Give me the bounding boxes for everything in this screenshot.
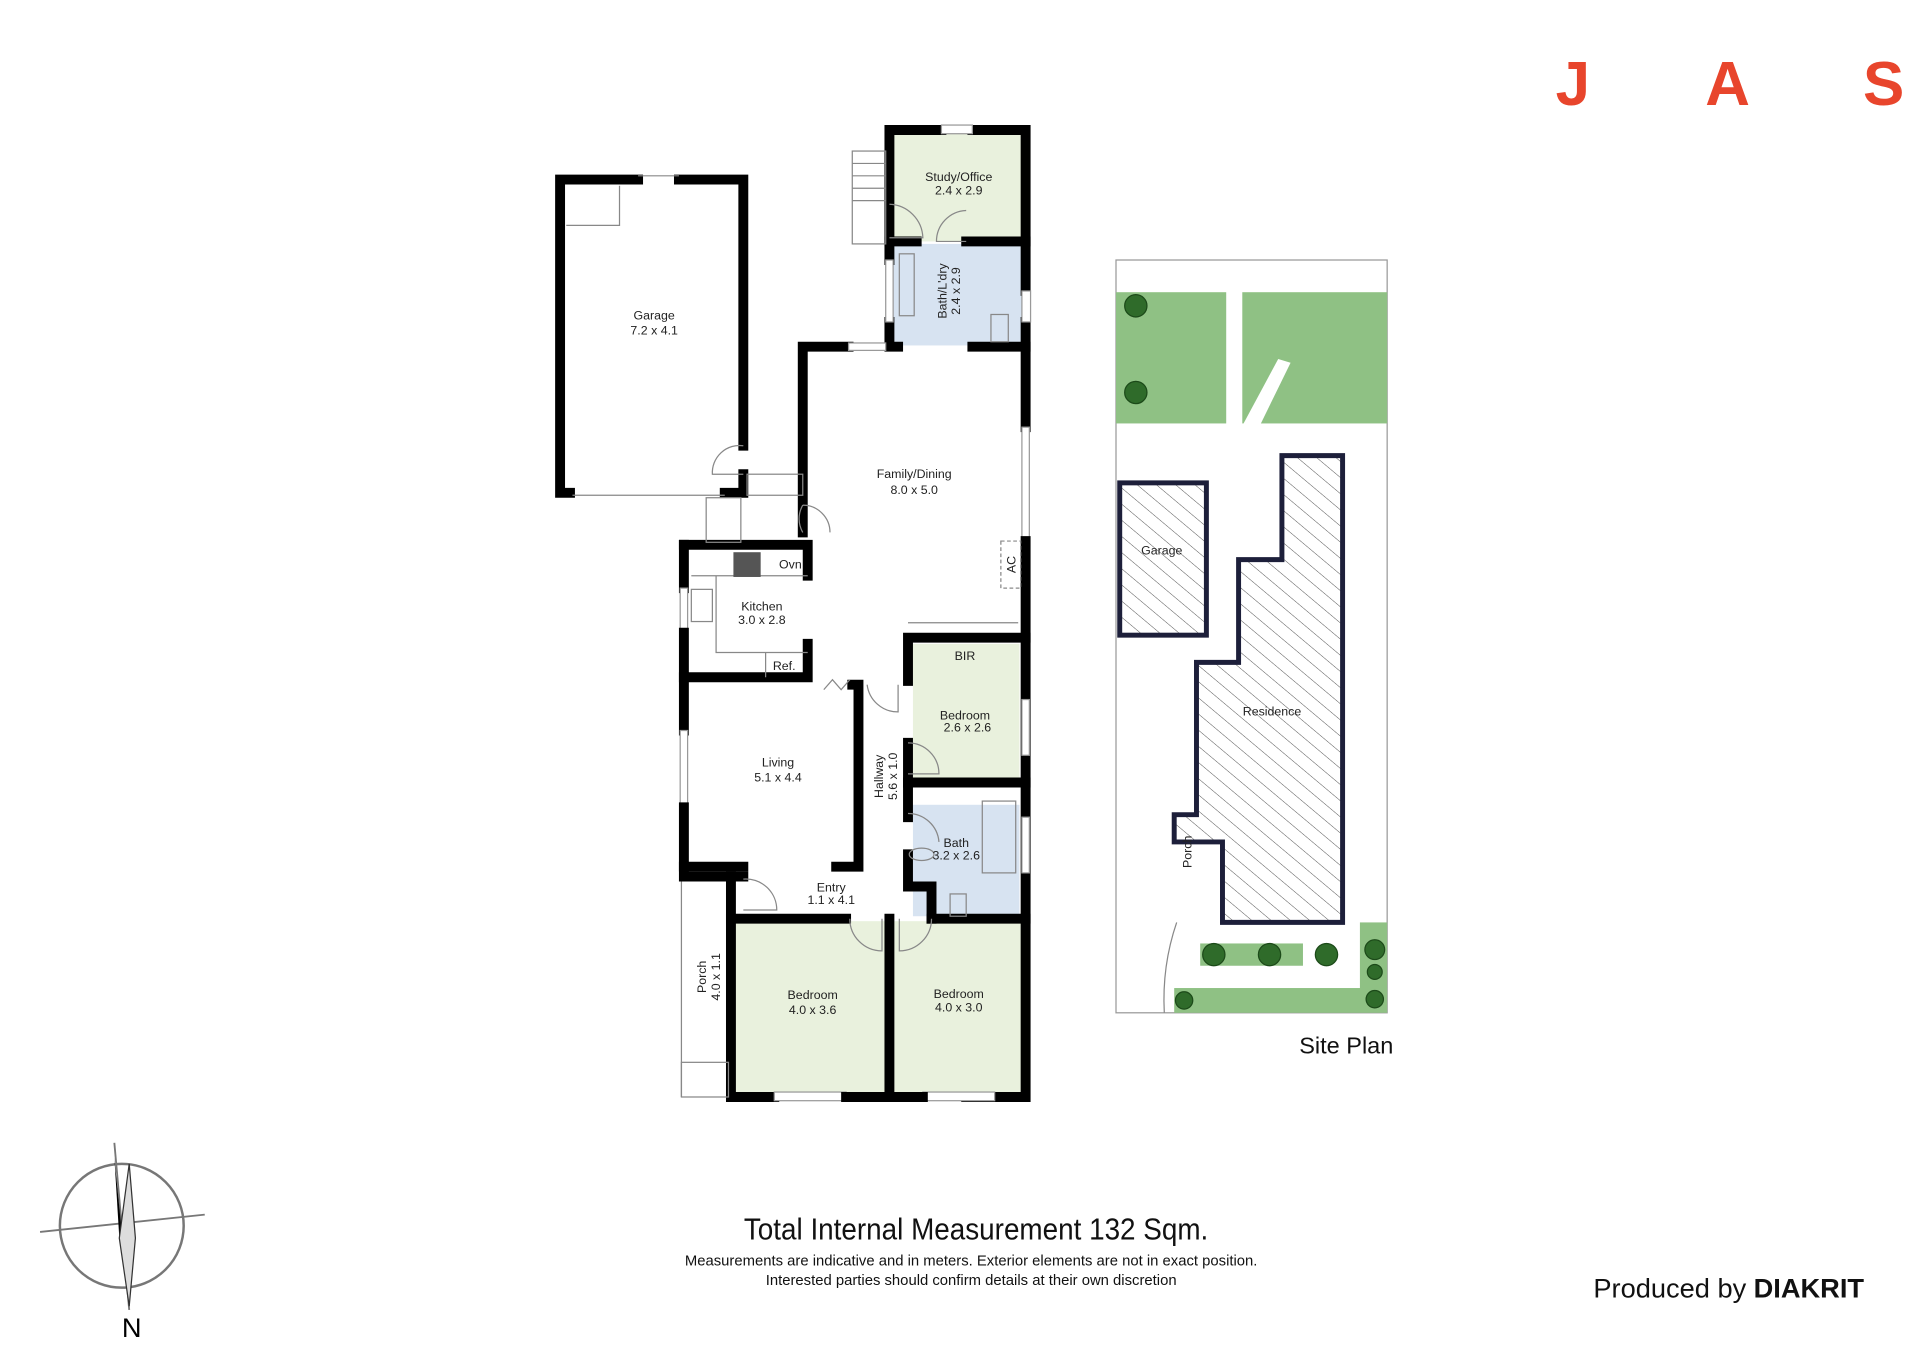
- disclaimer-line-2: Interested parties should confirm detail…: [766, 1273, 1177, 1289]
- living-label: Living: [762, 755, 794, 769]
- living-size: 5.1 x 4.4: [754, 770, 802, 784]
- disclaimer-line-1: Measurements are indicative and in meter…: [685, 1253, 1258, 1269]
- stairs: [680, 150, 887, 1098]
- oven-label: Ovn: [779, 557, 802, 571]
- logo-letter-j: J: [1556, 50, 1590, 119]
- entry-size: 1.1 x 4.1: [807, 893, 855, 907]
- garage-size: 7.2 x 4.1: [630, 323, 678, 337]
- bath-laundry-size: 2.4 x 2.9: [949, 267, 963, 315]
- hallway-size: 5.6 x 1.0: [886, 752, 900, 800]
- bath-laundry-label: Bath/L'dry: [935, 262, 949, 318]
- hallway-label: Hallway: [872, 754, 886, 798]
- bedroom-small-size: 2.6 x 2.6: [944, 721, 992, 735]
- porch-label: Porch: [695, 961, 709, 993]
- kitchen-size: 3.0 x 2.8: [738, 613, 786, 627]
- bedroom-main-size: 4.0 x 3.6: [789, 1003, 837, 1017]
- north-compass-icon: N: [39, 1142, 205, 1343]
- site-porch-label: Porch: [1181, 836, 1195, 868]
- diakrit-logo: DIAKRIT: [1754, 1273, 1865, 1304]
- fridge-label: Ref.: [773, 659, 796, 673]
- family-dining-size: 8.0 x 5.0: [890, 483, 938, 497]
- site-plan: Garage Residence Porch Site Plan: [1115, 259, 1393, 1059]
- porch-size: 4.0 x 1.1: [709, 953, 723, 1001]
- room-fills: [733, 132, 1024, 1095]
- bedroom-main-label: Bedroom: [788, 988, 838, 1002]
- study-label: Study/Office: [925, 170, 992, 184]
- north-label: N: [122, 1312, 142, 1343]
- site-residence-label: Residence: [1243, 705, 1302, 719]
- bath-label: Bath: [944, 836, 970, 850]
- house-walls: [678, 124, 1032, 1102]
- logo-letter-a: A: [1705, 50, 1750, 119]
- bedroom-front-label: Bedroom: [934, 987, 984, 1001]
- bedroom-front-size: 4.0 x 3.0: [935, 1001, 983, 1015]
- site-garage-label: Garage: [1141, 544, 1182, 558]
- bath-size: 3.2 x 2.6: [933, 848, 981, 862]
- total-measurement: Total Internal Measurement 132 Sqm.: [744, 1212, 1208, 1247]
- entry-label: Entry: [817, 880, 847, 894]
- site-plan-title: Site Plan: [1299, 1033, 1393, 1059]
- ac-label: AC: [1005, 556, 1019, 573]
- jas-logo: J A S: [1556, 50, 1905, 119]
- study-size: 2.4 x 2.9: [935, 183, 983, 197]
- garage-label: Garage: [634, 308, 675, 322]
- footer: Total Internal Measurement 132 Sqm. Meas…: [685, 1212, 1865, 1304]
- bedroom-small-label: Bedroom: [940, 708, 990, 722]
- kitchen-label: Kitchen: [741, 599, 782, 613]
- bir-label: BIR: [955, 649, 976, 663]
- room-labels: Garage 7.2 x 4.1 Study/Office 2.4 x 2.9 …: [630, 170, 1018, 1017]
- family-dining-label: Family/Dining: [877, 467, 952, 481]
- logo-letter-s: S: [1863, 50, 1904, 119]
- produced-by-label: Produced by: [1593, 1273, 1746, 1304]
- garage-walls: [555, 174, 749, 498]
- garage-door-swing: [711, 444, 744, 475]
